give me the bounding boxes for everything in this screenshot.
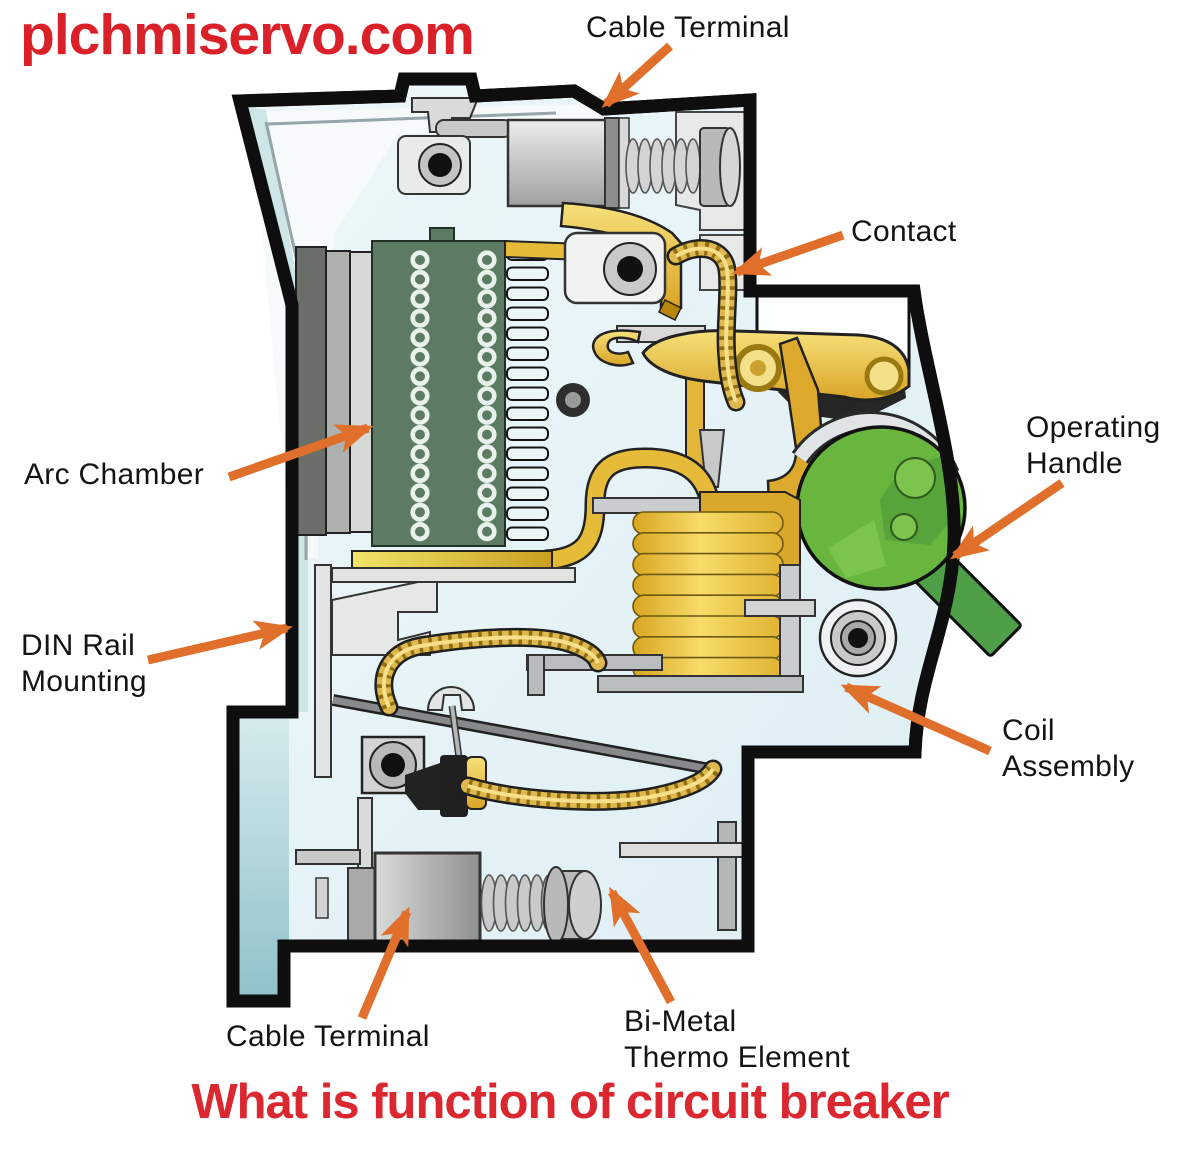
trip-mechanism-graphic	[295, 564, 746, 931]
label-operating-handle-line1: Operating	[1026, 411, 1161, 444]
label-coil-assembly-line2: Assembly	[1002, 750, 1135, 783]
label-cable-terminal-top: Cable Terminal	[586, 11, 790, 44]
label-operating-handle-line2: Handle	[1026, 447, 1123, 480]
arrow-operating-handle-icon	[950, 479, 1065, 560]
arrow-din-rail-icon	[146, 620, 293, 665]
label-bimetal-line2: Thermo Element	[624, 1041, 850, 1074]
terminal-screw-threads-top	[625, 138, 701, 194]
site-logo-text: plchmiservo.com	[20, 3, 475, 67]
arc-chamber-graphic	[295, 227, 549, 547]
label-bimetal-thermo-element: Bi-Metal Thermo Element	[624, 1004, 850, 1076]
coil-assembly-graphic	[331, 447, 898, 693]
operating-handle-graphic	[791, 411, 1022, 657]
arrow-cable-terminal-top-icon	[601, 42, 674, 109]
label-coil-assembly: Coil Assembly	[1002, 713, 1134, 785]
label-operating-handle: Operating Handle	[1026, 410, 1160, 482]
arrow-coil-assembly-icon	[840, 682, 992, 756]
label-cable-terminal-bottom: Cable Terminal	[226, 1020, 430, 1053]
cable-terminal-bottom-graphic	[315, 851, 602, 948]
arc-chamber-rings	[410, 250, 497, 542]
label-arc-chamber: Arc Chamber	[24, 458, 205, 491]
coil-turns	[632, 511, 784, 681]
arrow-contact-icon	[731, 230, 845, 277]
label-contact: Contact	[851, 215, 957, 248]
page-title: What is function of circuit breaker	[191, 1075, 949, 1129]
arrow-bimetal-icon	[608, 886, 675, 1005]
annotation-arrows	[146, 42, 1065, 1020]
label-din-rail-line1: DIN Rail	[21, 629, 136, 662]
label-din-rail-mounting: DIN Rail Mounting	[21, 628, 147, 700]
upper-conductors-graphic	[504, 201, 683, 322]
label-bimetal-line1: Bi-Metal	[624, 1005, 737, 1038]
arrow-cable-terminal-bottom-icon	[357, 906, 412, 1020]
cable-terminal-top-graphic	[397, 97, 749, 291]
label-din-rail-line2: Mounting	[21, 665, 147, 698]
arrow-arc-chamber-icon	[227, 423, 374, 482]
label-coil-assembly-line1: Coil	[1002, 714, 1055, 747]
arc-splitter-plates	[506, 246, 549, 541]
